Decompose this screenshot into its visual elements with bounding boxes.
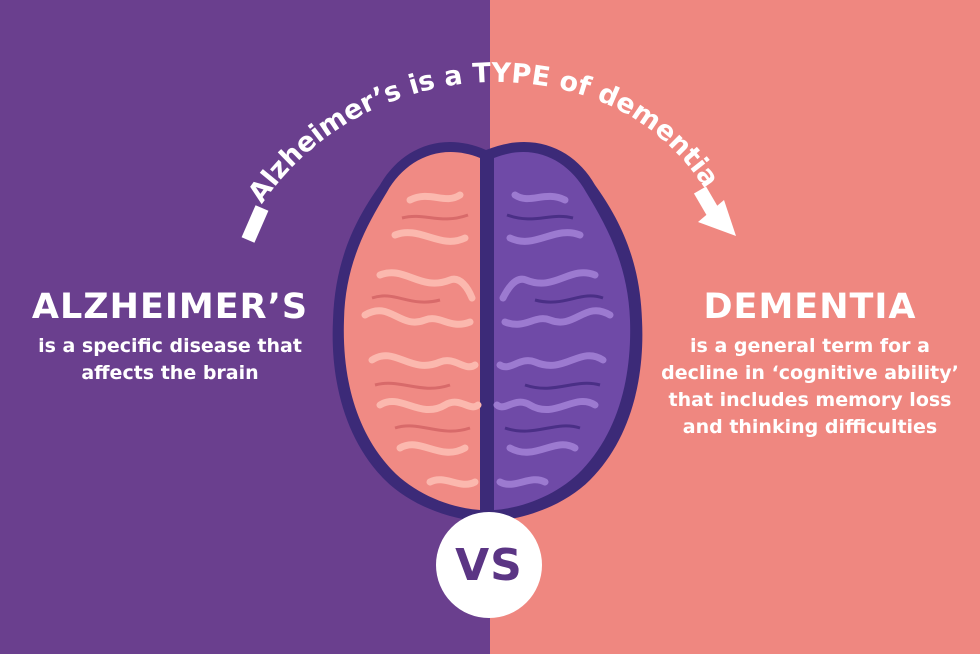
alzheimers-title: ALZHEIMER’S bbox=[31, 287, 309, 327]
arc-text: Alzheimer’s is a TYPE of dementia bbox=[242, 58, 725, 209]
right-brain-grooves bbox=[504, 213, 604, 433]
arrow-tail bbox=[241, 205, 269, 243]
left-brain-grooves bbox=[371, 213, 471, 433]
dementia-block: DEMENTIA is a general term for a decline… bbox=[650, 285, 970, 441]
alzheimers-block: ALZHEIMER’S is a specific disease that a… bbox=[20, 285, 320, 387]
left-brain-folds bbox=[361, 191, 482, 488]
vs-label: VS bbox=[455, 539, 523, 591]
vs-badge: VS bbox=[436, 512, 542, 618]
alzheimers-description: is a specific disease that affects the b… bbox=[38, 335, 302, 384]
arrow-shaft bbox=[693, 186, 721, 218]
dementia-description: is a general term for a decline in ‘cogn… bbox=[661, 335, 959, 438]
right-brain-folds bbox=[493, 191, 614, 488]
dementia-title: DEMENTIA bbox=[703, 287, 917, 327]
arrow-head-icon bbox=[698, 200, 736, 236]
